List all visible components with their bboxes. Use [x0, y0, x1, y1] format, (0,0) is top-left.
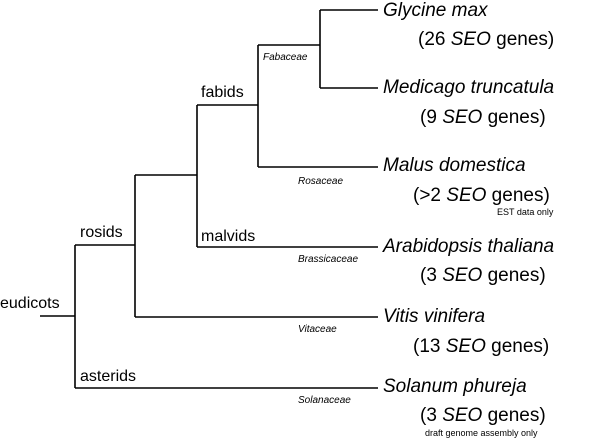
- gene-count: (3 SEO genes): [420, 405, 546, 426]
- clade-label-eudicots: eudicots: [0, 295, 60, 312]
- family-label-brassicaceae: Brassicaceae: [298, 254, 359, 265]
- gene-symbol: SEO: [450, 29, 491, 50]
- gene-count: (26 SEO genes): [418, 29, 555, 50]
- gene-symbol: SEO: [446, 185, 487, 206]
- gene-symbol: SEO: [442, 265, 483, 286]
- family-label-vitaceae: Vitaceae: [298, 324, 337, 335]
- species-name: Medicago truncatula: [383, 77, 555, 98]
- family-label-rosaceae: Rosaceae: [298, 176, 344, 187]
- gene-symbol: SEO: [442, 405, 483, 426]
- clade-label-fabids: fabids: [201, 84, 244, 101]
- species-name: Solanum phureja: [383, 376, 527, 397]
- gene-count: (3 SEO genes): [420, 265, 546, 286]
- gene-symbol: SEO: [442, 107, 483, 128]
- species-name: Vitis vinifera: [383, 306, 486, 327]
- species-name: Arabidopsis thaliana: [383, 236, 555, 257]
- gene-count: (13 SEO genes): [413, 336, 550, 357]
- species-name: Glycine max: [383, 0, 488, 21]
- gene-count: (9 SEO genes): [420, 107, 546, 128]
- family-label-fabaceae: Fabaceae: [263, 52, 308, 63]
- clade-label-rosids: rosids: [80, 224, 123, 241]
- gene-symbol: SEO: [445, 336, 486, 357]
- family-label-solanaceae: Solanaceae: [298, 395, 351, 406]
- clade-label-asterids: asterids: [80, 368, 137, 385]
- data-note: draft genome assembly only: [425, 428, 538, 438]
- clade-label-malvids: malvids: [201, 228, 256, 245]
- gene-count: (>2 SEO genes): [413, 185, 550, 206]
- species-name: Malus domestica: [383, 155, 526, 176]
- data-note: EST data only: [497, 207, 554, 217]
